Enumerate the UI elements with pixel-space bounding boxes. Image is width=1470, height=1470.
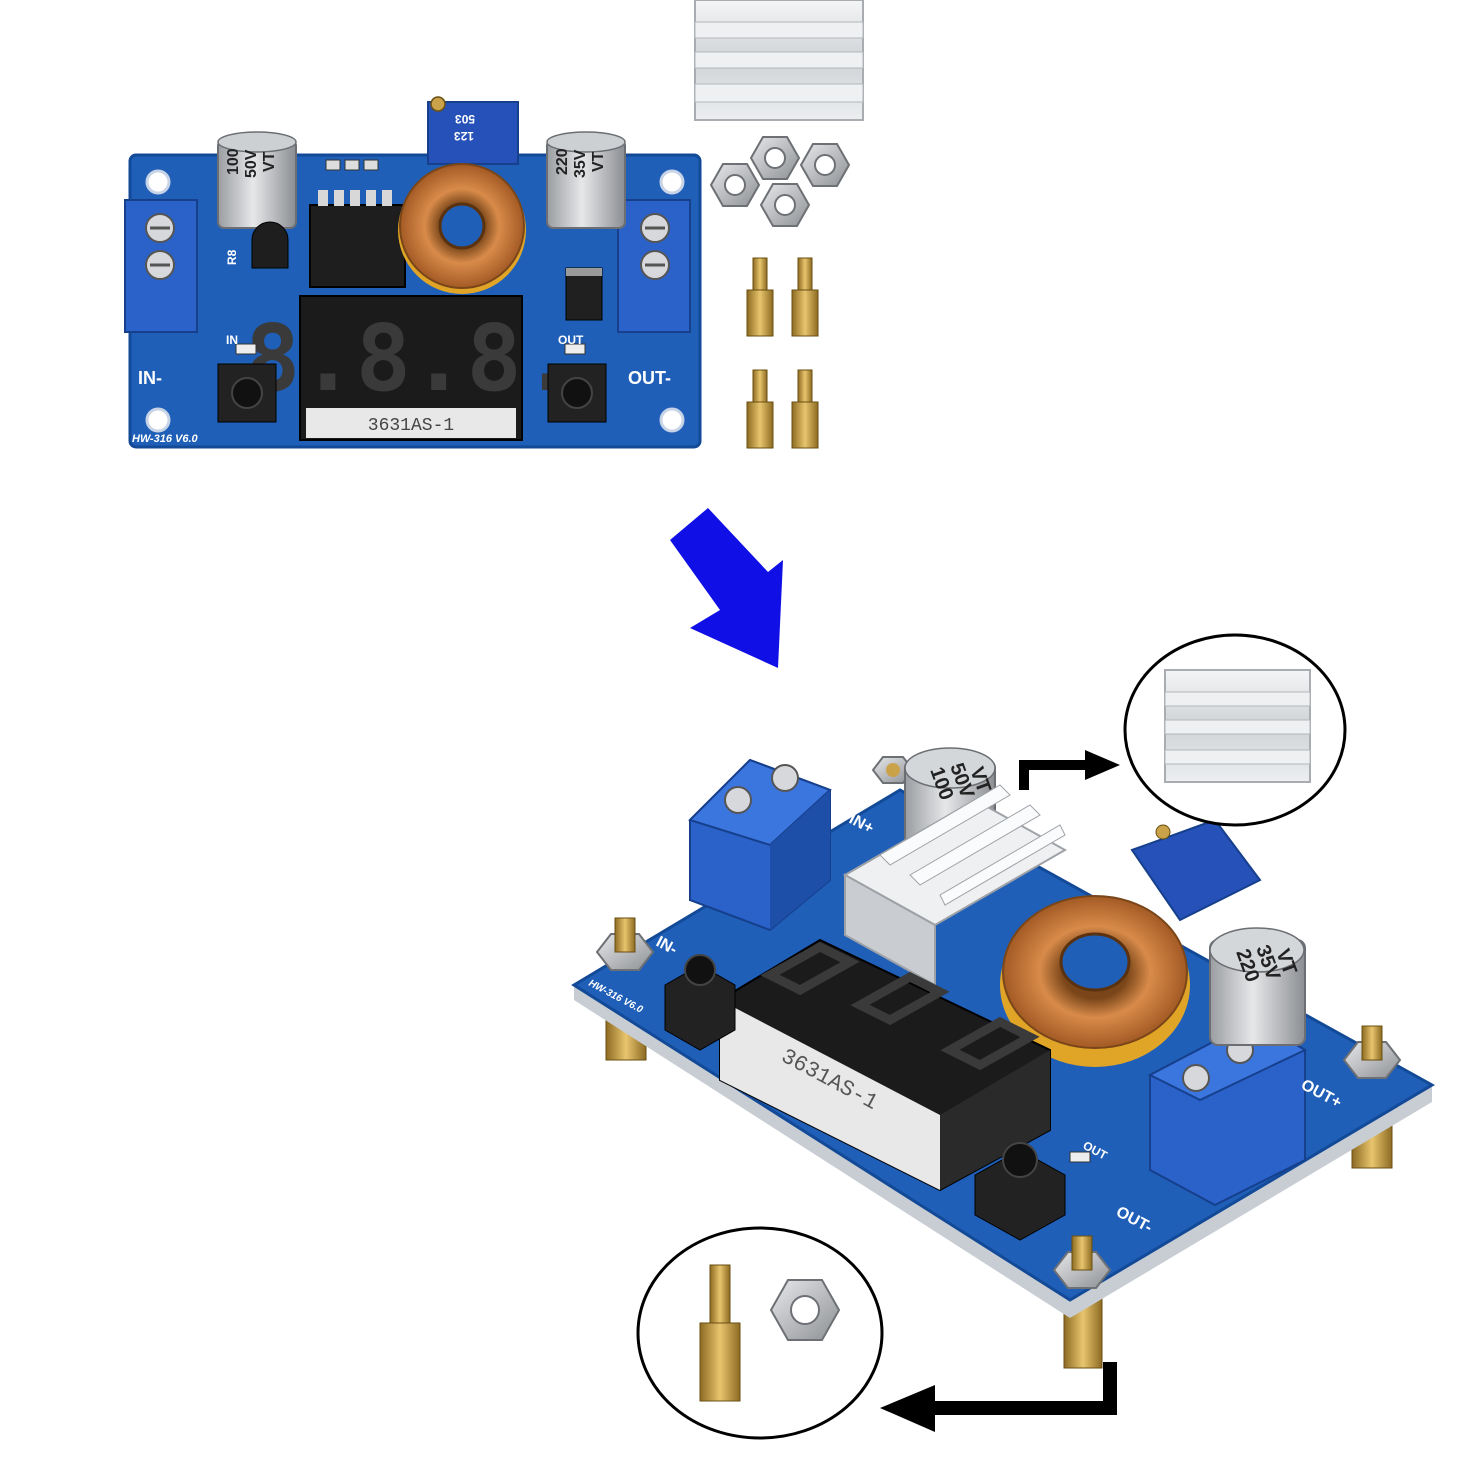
top-label-out-small: OUT — [558, 333, 584, 347]
bottom-toroid-inductor — [1000, 895, 1190, 1067]
top-mount-hole-br — [659, 407, 685, 433]
top-cap2-text-2: 35V — [572, 149, 589, 178]
brass-standoff-icon — [746, 257, 774, 337]
top-toroid-inductor — [398, 163, 526, 294]
hex-nut-icon — [709, 163, 761, 207]
top-heatsink — [694, 0, 864, 121]
top-diode — [565, 267, 603, 321]
callout-arrow-icon — [1019, 750, 1120, 790]
top-pot-code2: 123 — [454, 129, 474, 143]
top-display-digits: 8.8.8. — [245, 305, 577, 412]
top-cap1-text-1: 100 — [225, 148, 242, 175]
top-button-out — [547, 363, 607, 423]
bottom-led-out — [1069, 1151, 1091, 1163]
top-r8-label: R8 — [225, 249, 239, 265]
top-model-label: HW-316 V6.0 — [132, 433, 199, 445]
brass-standoff-icon — [746, 369, 774, 449]
top-regulator-chip — [309, 204, 406, 288]
top-standoffs — [746, 257, 819, 449]
bottom-7seg-display: 3631AS-1 — [719, 938, 1051, 1192]
hex-nut-icon — [759, 183, 811, 227]
top-button-in — [217, 363, 277, 423]
top-chip-pins — [318, 190, 392, 206]
top-display-part-number: 3631AS-1 — [368, 416, 454, 436]
top-cap2-text-3: VT — [590, 151, 607, 172]
top-label-in-small: IN — [226, 333, 238, 347]
top-mount-hole-tl — [145, 169, 171, 195]
top-input-terminal — [124, 199, 198, 333]
top-nuts — [709, 136, 851, 227]
bottom-button-out — [974, 1142, 1066, 1241]
top-cap1-text-3: VT — [261, 151, 278, 172]
hex-nut-icon — [749, 136, 801, 180]
top-smd-2 — [344, 159, 360, 171]
bottom-board: 100 50V VT 220 35V VT — [571, 747, 1436, 1369]
bottom-potentiometer — [1130, 818, 1262, 922]
brass-standoff-icon — [699, 1264, 741, 1402]
hex-nut-icon — [1342, 1025, 1402, 1079]
bottom-button-in — [664, 954, 736, 1051]
top-transistor — [251, 221, 289, 269]
top-7seg-display: 3631AS-1 8.8.8. — [245, 295, 577, 441]
top-board: 100 50V VT 220 35V VT 503 123 — [124, 96, 702, 449]
top-smd-1 — [325, 159, 341, 171]
top-diode-band — [566, 268, 602, 276]
hex-nut-icon — [595, 917, 655, 971]
top-led-in — [235, 343, 257, 355]
bottom-input-terminal — [688, 758, 832, 932]
bottom-display-digit-segments — [760, 941, 1040, 1071]
top-mount-hole-tr — [659, 169, 685, 195]
callout-arrow-icon — [880, 1362, 1117, 1432]
top-label-out-minus: OUT- — [628, 368, 671, 388]
brass-standoff-icon — [791, 257, 819, 337]
top-led-out — [564, 343, 586, 355]
top-label-in-minus: IN- — [138, 368, 162, 388]
brass-standoff-icon — [791, 369, 819, 449]
hex-nut-icon — [1052, 1235, 1112, 1289]
top-output-terminal — [617, 199, 691, 333]
callout-heatsink — [1123, 633, 1347, 827]
bottom-capacitor-220v: 220 35V VT — [1209, 927, 1306, 1046]
top-pot-code: 503 — [455, 112, 475, 126]
hex-nut-icon — [769, 1279, 841, 1341]
top-mount-hole-bl — [145, 407, 171, 433]
bottom-heatsink-mounted — [842, 784, 1068, 987]
callout-hardware — [636, 1226, 884, 1440]
top-capacitor-100v: 100 50V VT — [217, 131, 297, 229]
top-cap1-text-2: 50V — [243, 149, 260, 178]
top-smd-3 — [363, 159, 379, 171]
arrow-down-right-icon — [670, 508, 783, 668]
heatsink-icon — [1164, 669, 1311, 783]
top-potentiometer: 503 123 — [427, 96, 519, 165]
top-capacitor-220v: 220 35V VT — [546, 131, 626, 229]
top-cap2-text-1: 220 — [554, 148, 571, 175]
hex-nut-icon — [799, 143, 851, 187]
